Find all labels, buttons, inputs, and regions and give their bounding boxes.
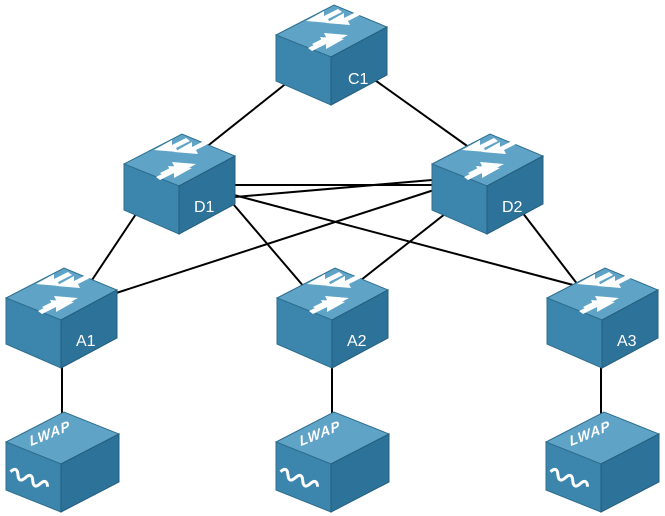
switch-a2[interactable]: A2 bbox=[275, 267, 390, 369]
link-d1-a1 bbox=[87, 207, 141, 287]
link-c1-d1 bbox=[204, 77, 294, 149]
link-d1-d2-2 bbox=[234, 179, 433, 198]
link-d2-a2 bbox=[355, 209, 451, 285]
link-d1-a3 bbox=[233, 194, 578, 287]
node-label-d1: D1 bbox=[194, 199, 215, 216]
switch-c1[interactable]: C1 bbox=[274, 4, 389, 106]
link-d2-a1 bbox=[109, 189, 435, 296]
switch-a3[interactable]: A3 bbox=[545, 267, 660, 369]
node-label-a1: A1 bbox=[76, 333, 96, 350]
node-label-c1: C1 bbox=[348, 71, 369, 88]
links bbox=[61, 77, 602, 414]
access-point-3[interactable]: LWAP bbox=[544, 411, 661, 513]
antenna-icon bbox=[9, 467, 50, 488]
node-label-d2: D2 bbox=[502, 199, 523, 216]
link-d1-a2 bbox=[233, 204, 306, 289]
access-point-1[interactable]: LWAP bbox=[4, 411, 121, 513]
antenna-icon bbox=[549, 467, 590, 488]
switch-d2[interactable]: D2 bbox=[430, 133, 545, 235]
node-label-a2: A2 bbox=[347, 333, 367, 350]
node-label-a3: A3 bbox=[617, 333, 637, 350]
link-c1-d2 bbox=[371, 77, 471, 149]
switch-a1[interactable]: A1 bbox=[4, 267, 119, 369]
link-d2-a3 bbox=[521, 211, 579, 286]
antenna-icon bbox=[279, 467, 320, 488]
access-point-2[interactable]: LWAP bbox=[274, 411, 391, 513]
switch-d1[interactable]: D1 bbox=[122, 133, 237, 235]
